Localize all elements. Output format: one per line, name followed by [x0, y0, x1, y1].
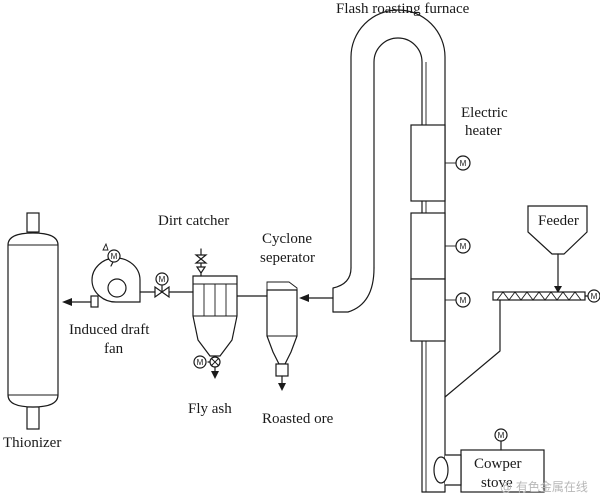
label-cyclone-line2: seperator: [260, 250, 315, 266]
thionizer: [7, 212, 59, 430]
motor-icon: M: [591, 292, 598, 301]
screw-conveyor: M: [444, 289, 600, 398]
label-electric-heater-line2: heater: [465, 123, 502, 139]
watermark: @ 有色金属在线: [500, 479, 588, 494]
label-flash-roasting-furnace: Flash roasting furnace: [336, 1, 470, 17]
heater-motor-1: M: [455, 155, 471, 171]
label-cyclone-line1: Cyclone: [262, 231, 312, 247]
flow-arrow-icon: [211, 371, 219, 379]
electric-heater-upper: [410, 124, 456, 202]
flow-arrow-icon: [278, 383, 286, 391]
label-cowper-line1: Cowper: [474, 456, 522, 472]
cowper-stove: M: [433, 428, 545, 493]
heater-motor-2: M: [455, 238, 471, 254]
label-thionizer: Thionizer: [3, 435, 61, 451]
label-electric-heater-line1: Electric: [461, 105, 508, 121]
label-roasted-ore: Roasted ore: [262, 411, 334, 427]
label-fly-ash: Fly ash: [188, 401, 232, 417]
motor-icon: M: [498, 431, 505, 440]
label-cowper-line2: stove: [481, 475, 513, 491]
electric-heater-lower: [410, 278, 456, 342]
induced-draft-fan: M M: [62, 242, 194, 308]
cyclone-separator: [236, 281, 334, 391]
motor-icon: M: [460, 159, 467, 168]
heater-motor-3: M: [455, 292, 471, 308]
label-induced-draft-line1: Induced draft: [69, 322, 150, 338]
label-induced-draft-line2: fan: [104, 341, 124, 357]
dirt-catcher: M: [192, 248, 238, 379]
valve-icon: [194, 254, 208, 264]
motor-icon: M: [159, 275, 166, 284]
flow-arrow-icon: [554, 286, 562, 293]
feeder-hopper: [527, 205, 588, 293]
motor-icon: M: [197, 358, 204, 367]
flow-arrow-icon: [299, 294, 309, 302]
motor-icon: M: [460, 296, 467, 305]
label-feeder: Feeder: [538, 213, 579, 229]
label-dirt-catcher: Dirt catcher: [158, 213, 229, 229]
motor-icon: M: [460, 242, 467, 251]
electric-heater-middle: [410, 212, 456, 280]
flow-arrow-icon: [62, 298, 72, 306]
motor-icon: M: [111, 252, 118, 261]
